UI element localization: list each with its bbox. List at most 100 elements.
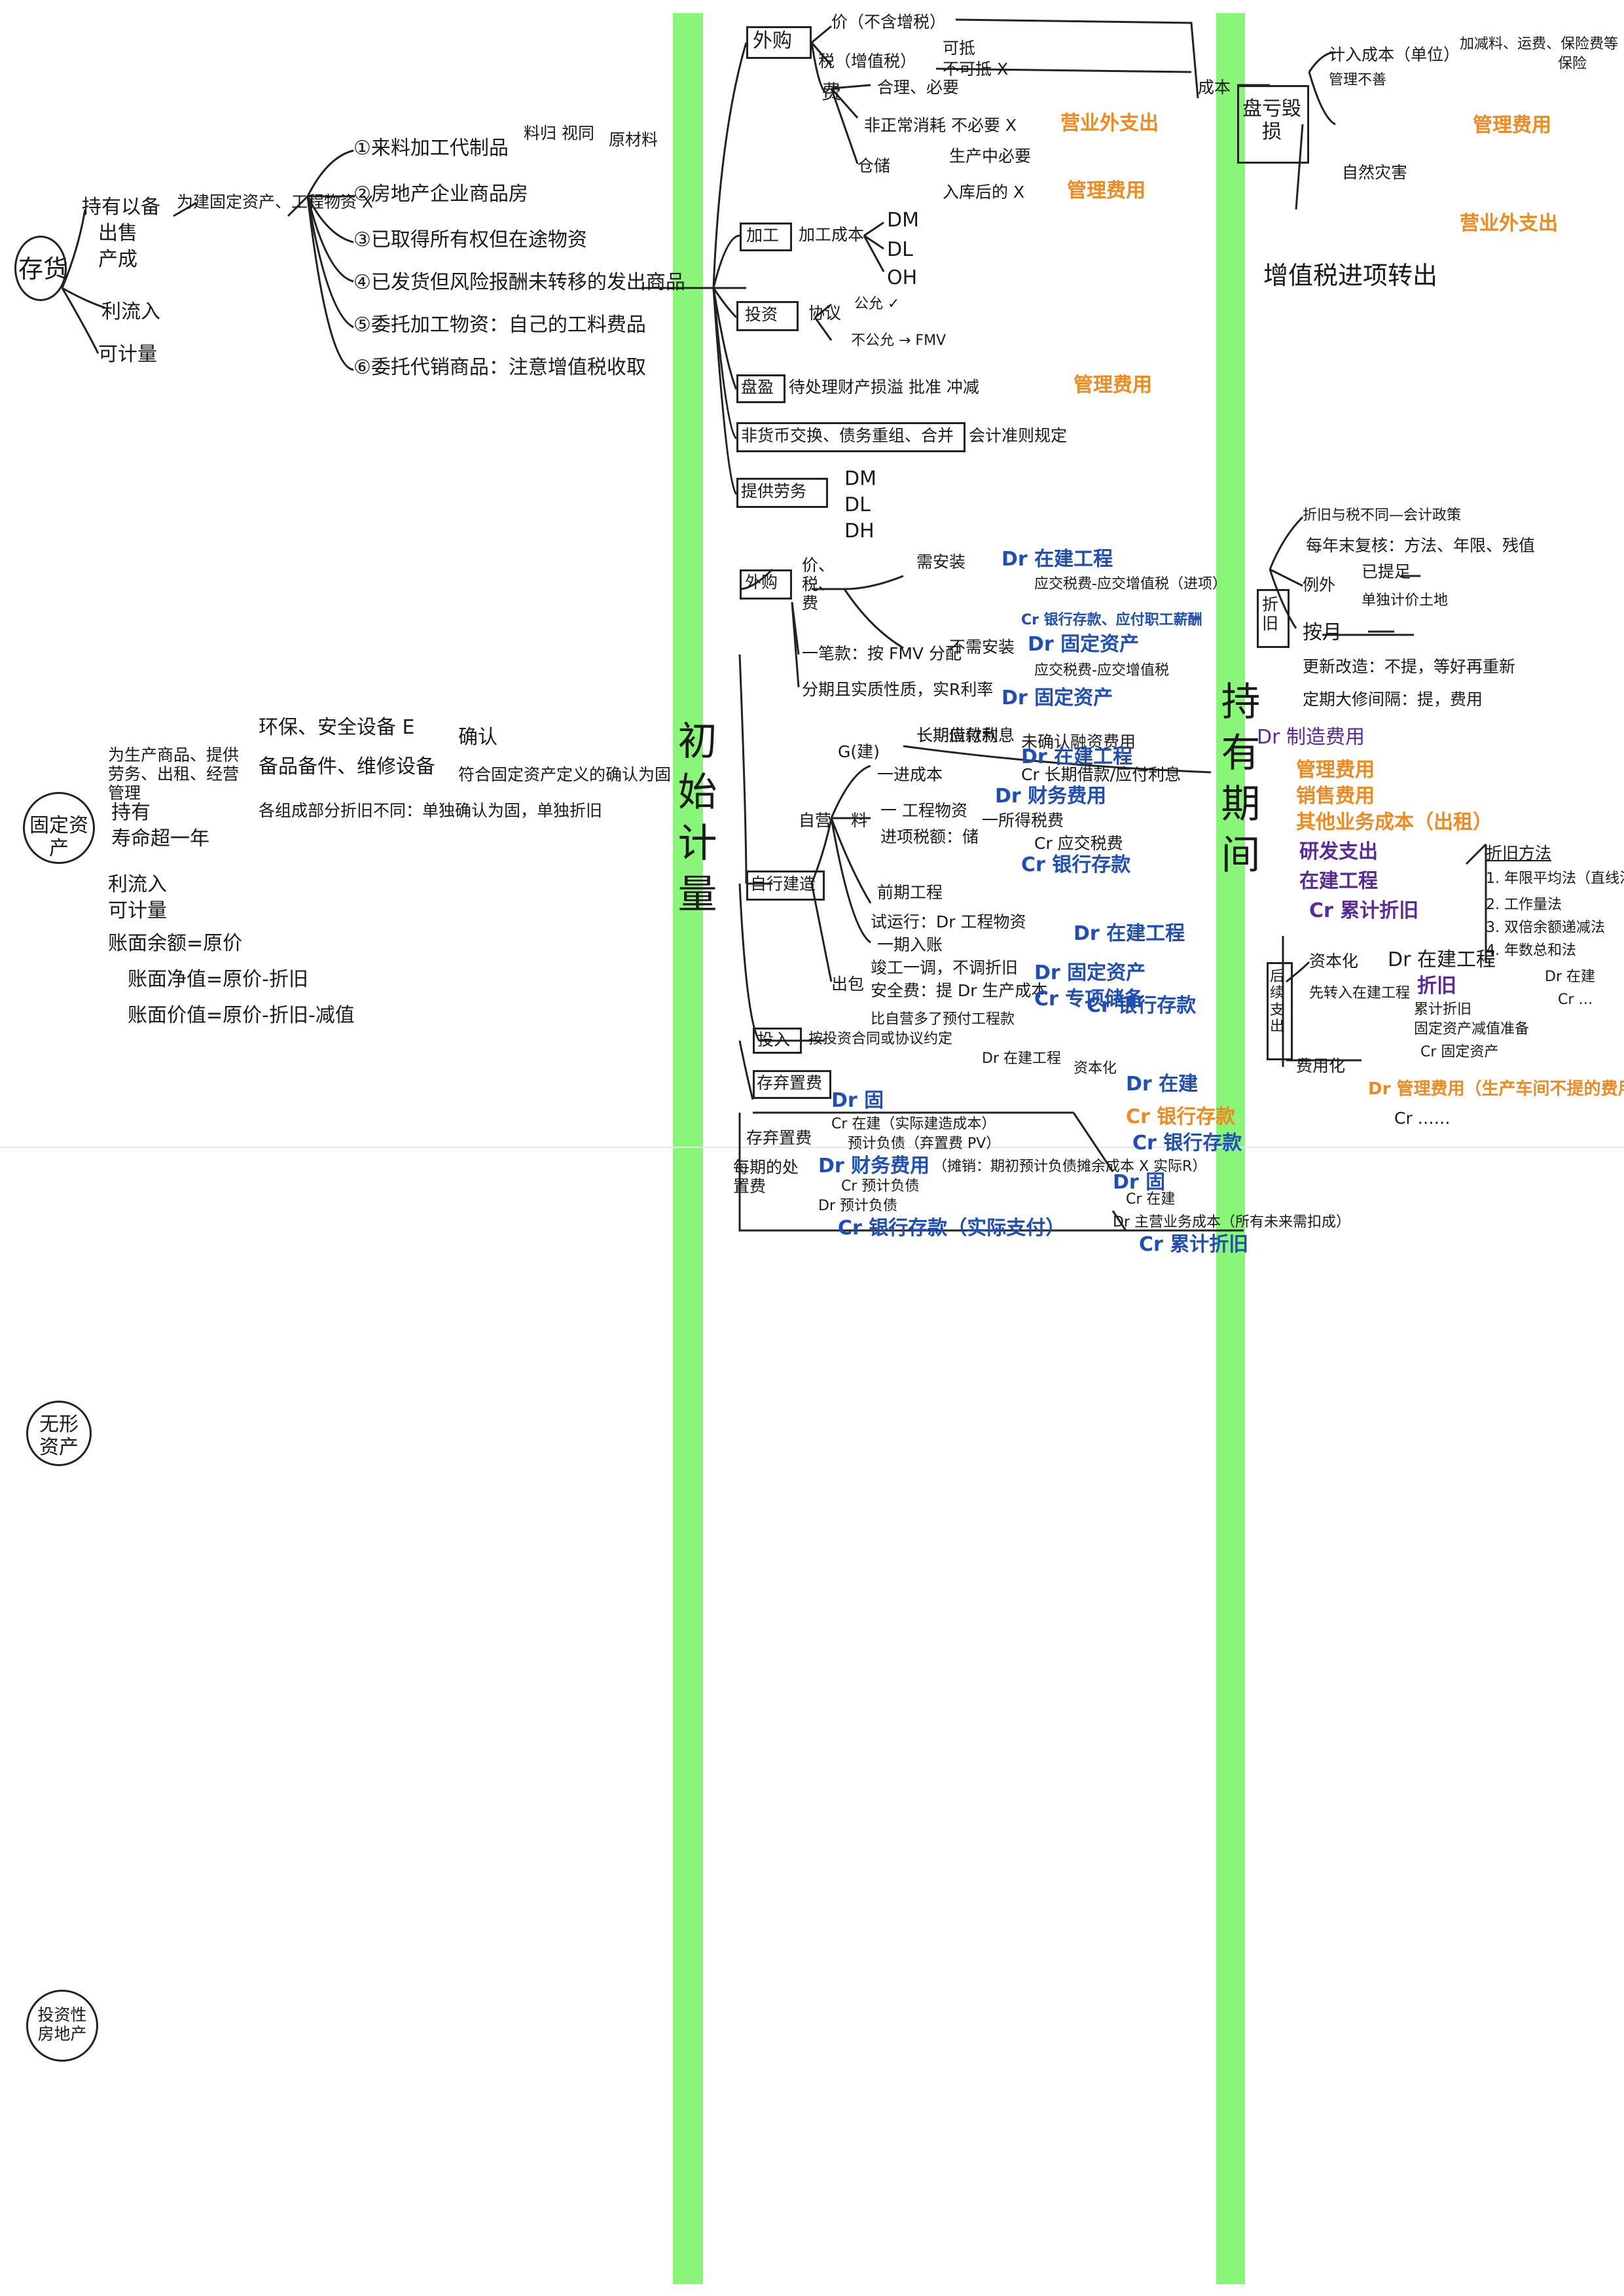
outsource-label: 出包	[831, 975, 865, 994]
subsequent-cap-b: 固定资产减值准备	[1414, 1021, 1530, 1037]
inventory-item-5: ⑤委托加工物资：自己的工料费品	[353, 314, 646, 336]
purchase-fee-reasonable: 合理、必要	[877, 78, 960, 97]
fa-installment-a: 长期应付款	[916, 726, 999, 745]
purchase-label: 外购	[753, 29, 792, 52]
highlight-band-left	[673, 13, 703, 2284]
fa-install-note: 应交税费-应交增值税（进项）	[1034, 576, 1227, 592]
fixed-asset-component: 各组成部分折旧不同：单独确认为固，单独折旧	[259, 801, 603, 820]
fa-bulk: 一笔款：按 FMV 分配	[802, 644, 962, 663]
subsequent-cap-note: 先转入在建工程	[1309, 985, 1411, 1001]
exchange-box	[736, 422, 965, 452]
self-settle: 竣工一调，不调折旧	[871, 958, 1019, 977]
fa-no-install-note: 应交税费-应交增值税	[1034, 662, 1169, 679]
fa-need-install: 需安装	[916, 552, 966, 571]
purchase-abnormal: 非正常消耗 不必要 X	[864, 116, 1017, 135]
fa-installment: 分期且实质性质，实R利率	[802, 680, 994, 699]
service-dl: DL	[844, 493, 871, 516]
fa-installment-dr: Dr 固定资产	[1001, 687, 1113, 709]
subsequent-note2: Dr 在建	[1545, 969, 1595, 985]
dep-method-3: 3. 双倍余额递减法	[1486, 920, 1605, 936]
surplus-extra2: 保险	[1558, 56, 1587, 72]
subsequent-cap: 资本化	[1309, 952, 1359, 971]
fixed-asset-root-circle	[23, 792, 95, 864]
contribution-box	[753, 1028, 802, 1054]
process-box	[740, 223, 792, 251]
fc-dr: Dr 固	[1113, 1171, 1166, 1194]
self-paid: Cr 银行存款	[1021, 853, 1131, 876]
inventory-check-result: 管理费用	[1074, 374, 1152, 397]
finance-cr: Cr 预计负债	[841, 1178, 920, 1194]
inventory-item1-note2: 原材料	[609, 130, 659, 149]
self-engineering: 前期工程	[877, 883, 943, 902]
service-box	[736, 478, 828, 508]
fc-dr2: Dr 主营业务成本（所有未来需扣成）	[1113, 1214, 1350, 1230]
contribution-text: 按投资合同或协议约定	[808, 1031, 953, 1047]
inventory-check-label: 盘盈	[741, 378, 774, 397]
inventory-cond1: 利流入	[101, 300, 160, 323]
dep-methods: 折旧方法	[1486, 844, 1552, 863]
invest-fair: 公允 ✓	[854, 296, 900, 312]
inventory-item-6: ⑥委托代销商品：注意增值税收取	[353, 356, 646, 379]
dep-b: 每年末复核：方法、年限、残值	[1306, 536, 1536, 555]
fc-cr2: Cr 累计折旧	[1139, 1233, 1249, 1256]
process-dl: DL	[887, 238, 913, 261]
inventory-cond2: 可计量	[98, 343, 157, 366]
inventory-item-3: ③已取得所有权但在途物资	[353, 228, 587, 251]
self-borrow-cr: Cr 长期借款/应付利息	[1021, 765, 1182, 784]
contribution-label: 投入	[757, 1030, 791, 1049]
intangible-root: 无形资产	[39, 1413, 79, 1459]
initial-measurement-title: 初始计量	[671, 720, 717, 924]
purchase-cost-label: 成本	[1198, 78, 1231, 97]
self-into-cost: 一进成本	[877, 765, 943, 784]
purchase-storage: 仓储	[857, 156, 891, 175]
subsequent-exp-cr: Cr ……	[1394, 1109, 1451, 1128]
purchase-tax-b: 不可抵 X	[943, 60, 1009, 79]
inventory-item-2: ②房地产企业商品房	[353, 183, 528, 206]
dep-dr-cip: 在建工程	[1299, 870, 1378, 893]
self-safety-cr: Cr 专项储备	[1034, 988, 1144, 1011]
fixed-asset-life: 寿命超一年	[111, 827, 209, 850]
holding-period-title: 持有期间	[1214, 681, 1260, 885]
dep-label: 折旧	[1262, 595, 1279, 633]
self-selling: 一所得税费	[982, 811, 1064, 830]
contribution-a: Dr 在建工程	[982, 1050, 1061, 1067]
self-g-project: G(建)	[838, 742, 880, 761]
surplus-nonop: 营业外支出	[1460, 212, 1558, 235]
process-dm: DM	[887, 209, 919, 232]
inventory-hold: 持有以备	[82, 196, 160, 219]
purchase-price: 价（不含增税）	[831, 12, 947, 31]
dep-c1: 已提足	[1362, 562, 1411, 581]
dep-repair: 定期大修间隔：提，费用	[1303, 690, 1483, 709]
purchase-tax-a: 可抵	[943, 39, 976, 58]
fc-cr: Cr 在建	[1126, 1191, 1176, 1208]
subsequent-exp: 费用化	[1296, 1056, 1346, 1075]
dep-box	[1257, 589, 1290, 648]
surplus-title: 盘亏毁损	[1242, 98, 1301, 143]
outsource-text: 比自营多了预付工程款	[871, 1011, 1015, 1028]
invest-label: 投资	[745, 305, 778, 324]
dep-dr-sell: 销售费用	[1296, 785, 1375, 808]
fa-no-install: 不需安装	[949, 637, 1015, 656]
subsequent-cap-dr: Dr 在建工程	[1388, 948, 1496, 971]
investment-property-root-circle	[26, 1990, 98, 2062]
process-label: 加工	[746, 226, 780, 245]
subsequent-exp-dr: Dr 管理费用（生产车间不提的费用）	[1368, 1079, 1624, 1099]
fa-installment-b: 未确认融资费用	[1021, 732, 1136, 751]
purchase-tax: 税（增值税）	[818, 52, 917, 71]
inventory-exclude-title: 为建固定资产、工程物资 X	[177, 192, 374, 211]
subsequent-box	[1267, 962, 1293, 1060]
surplus-plan: 计入成本（单位）	[1329, 45, 1460, 64]
fa-need-install-dr: Dr 在建工程	[1001, 548, 1113, 571]
fixed-asset-balance-1: 账面余额=原价	[108, 932, 243, 955]
self-tax-dr: Dr 财务费用	[995, 785, 1107, 808]
process-oh: OH	[887, 266, 918, 289]
dep-dr-mgmt: 管理费用	[1296, 759, 1375, 781]
inventory-item-4: ④已发货但风险报酬未转移的发出商品	[353, 271, 685, 294]
subsequent-note3: Cr …	[1558, 992, 1593, 1008]
self-trial-b: 一期入账	[877, 935, 943, 954]
exchange-label: 非货币交换、债务重组、合并	[741, 426, 954, 445]
dep-c2: 单独计价土地	[1362, 592, 1449, 609]
fa-install-cr: Cr 银行存款、应付职工薪酬	[1021, 612, 1202, 628]
fixed-asset-balance-3: 账面价值=原价-折旧-减值	[128, 1004, 355, 1027]
fixed-asset-root: 固定资产	[29, 814, 88, 860]
